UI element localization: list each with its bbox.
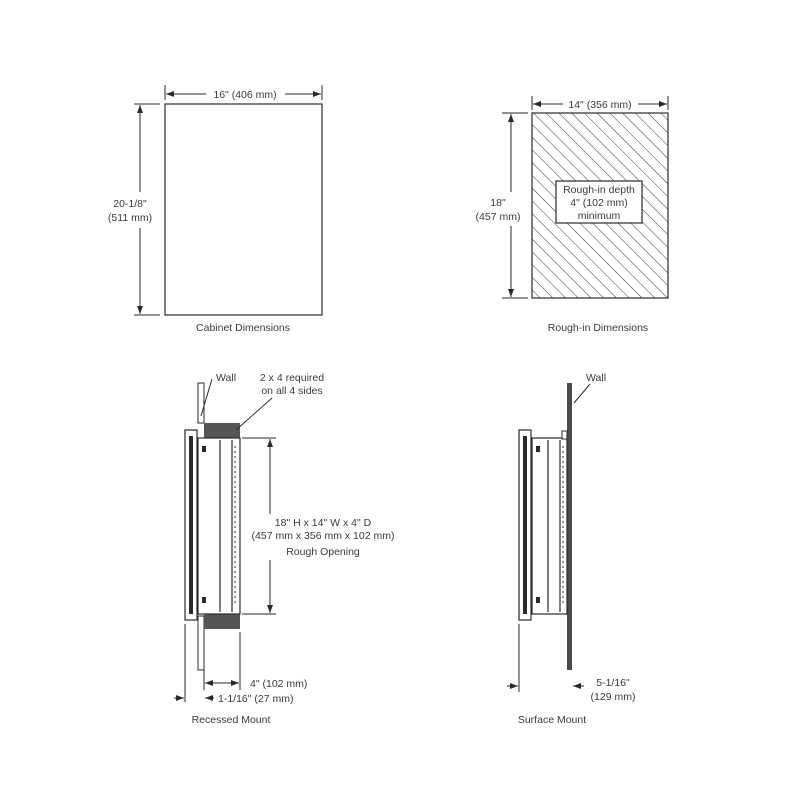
- surface-cabinet-body: [531, 437, 568, 615]
- opening-label-2: (457 mm x 356 mm x 102 mm): [252, 530, 395, 542]
- arrowhead: [659, 101, 667, 107]
- hinge: [202, 446, 206, 452]
- arrowhead: [137, 105, 143, 113]
- opening-label-3: Rough Opening: [286, 546, 360, 558]
- surface-wall-leader: [573, 383, 591, 404]
- rough-in-height-label-2: (457 mm): [476, 211, 521, 223]
- hinge: [536, 446, 540, 452]
- cabinet-caption: Cabinet Dimensions: [196, 322, 290, 334]
- arrowhead: [508, 114, 514, 122]
- surface-caption: Surface Mount: [518, 714, 586, 726]
- recessed-caption: Recessed Mount: [192, 714, 271, 726]
- recessed-wall-label: Wall: [216, 372, 236, 384]
- offset-label: 1-1/16" (27 mm): [218, 693, 294, 705]
- surface-depth-label-1: 5-1/16": [596, 677, 630, 689]
- stud-note-1: 2 x 4 required: [260, 372, 324, 384]
- bottom-stud: [204, 614, 240, 629]
- rough-in-caption: Rough-in Dimensions: [548, 322, 648, 334]
- hinge: [202, 597, 206, 603]
- recessed-mount-view: Wall 2 x 4 required on all 4 sides 18" H…: [174, 372, 394, 726]
- recessed-wall-upper: [197, 382, 205, 424]
- recessed-wall-lower: [197, 615, 205, 671]
- cabinet-height-label-2: (511 mm): [108, 212, 152, 224]
- arrowhead: [510, 683, 518, 689]
- surface-wall: [567, 383, 572, 670]
- arrowhead: [166, 91, 174, 97]
- recessed-cabinet-body: [197, 437, 241, 615]
- rough-in-height-label-1: 18": [490, 197, 506, 209]
- opening-label-1: 18" H x 14" W x 4" D: [275, 517, 372, 529]
- top-stud: [204, 423, 240, 438]
- arrowhead: [533, 101, 541, 107]
- arrowhead: [573, 683, 581, 689]
- surface-mount-view: Wall 5-1/16" (129 mm) Surface Mount: [507, 372, 635, 726]
- hinge: [536, 597, 540, 603]
- surface-wall-label: Wall: [586, 372, 606, 384]
- surface-door-frame: [523, 436, 527, 614]
- arrowhead: [267, 439, 273, 447]
- rough-in-depth-note-3: minimum: [578, 210, 621, 222]
- rough-in-depth-note-2: 4" (102 mm): [570, 197, 627, 209]
- arrowhead: [231, 680, 239, 686]
- cabinet-dimensions-view: 16" (406 mm) 20-1/8" (511 mm) Cabinet Di…: [108, 85, 323, 334]
- arrowhead: [176, 695, 184, 701]
- rough-in-dimensions-view: Rough-in depth 4" (102 mm) minimum 14" (…: [476, 96, 669, 334]
- cabinet-width-label: 16" (406 mm): [213, 89, 276, 101]
- rough-in-depth-note-1: Rough-in depth: [563, 184, 635, 196]
- arrowhead: [508, 289, 514, 297]
- cabinet-outline: [164, 103, 323, 316]
- rough-in-width-label: 14" (356 mm): [568, 99, 631, 111]
- recessed-door-frame: [189, 436, 193, 614]
- arrowhead: [313, 91, 321, 97]
- stud-leader: [235, 397, 273, 431]
- arrowhead: [205, 695, 213, 701]
- rough-in-depth-note-box: [555, 180, 643, 224]
- depth-label: 4" (102 mm): [250, 678, 307, 690]
- arrowhead: [267, 605, 273, 613]
- surface-bracket: [561, 430, 568, 440]
- arrowhead: [137, 306, 143, 314]
- arrowhead: [205, 680, 213, 686]
- wall-leader: [200, 378, 213, 417]
- surface-depth-label-2: (129 mm): [591, 691, 636, 703]
- cabinet-height-label-1: 20-1/8": [113, 198, 147, 210]
- stud-note-2: on all 4 sides: [261, 385, 322, 397]
